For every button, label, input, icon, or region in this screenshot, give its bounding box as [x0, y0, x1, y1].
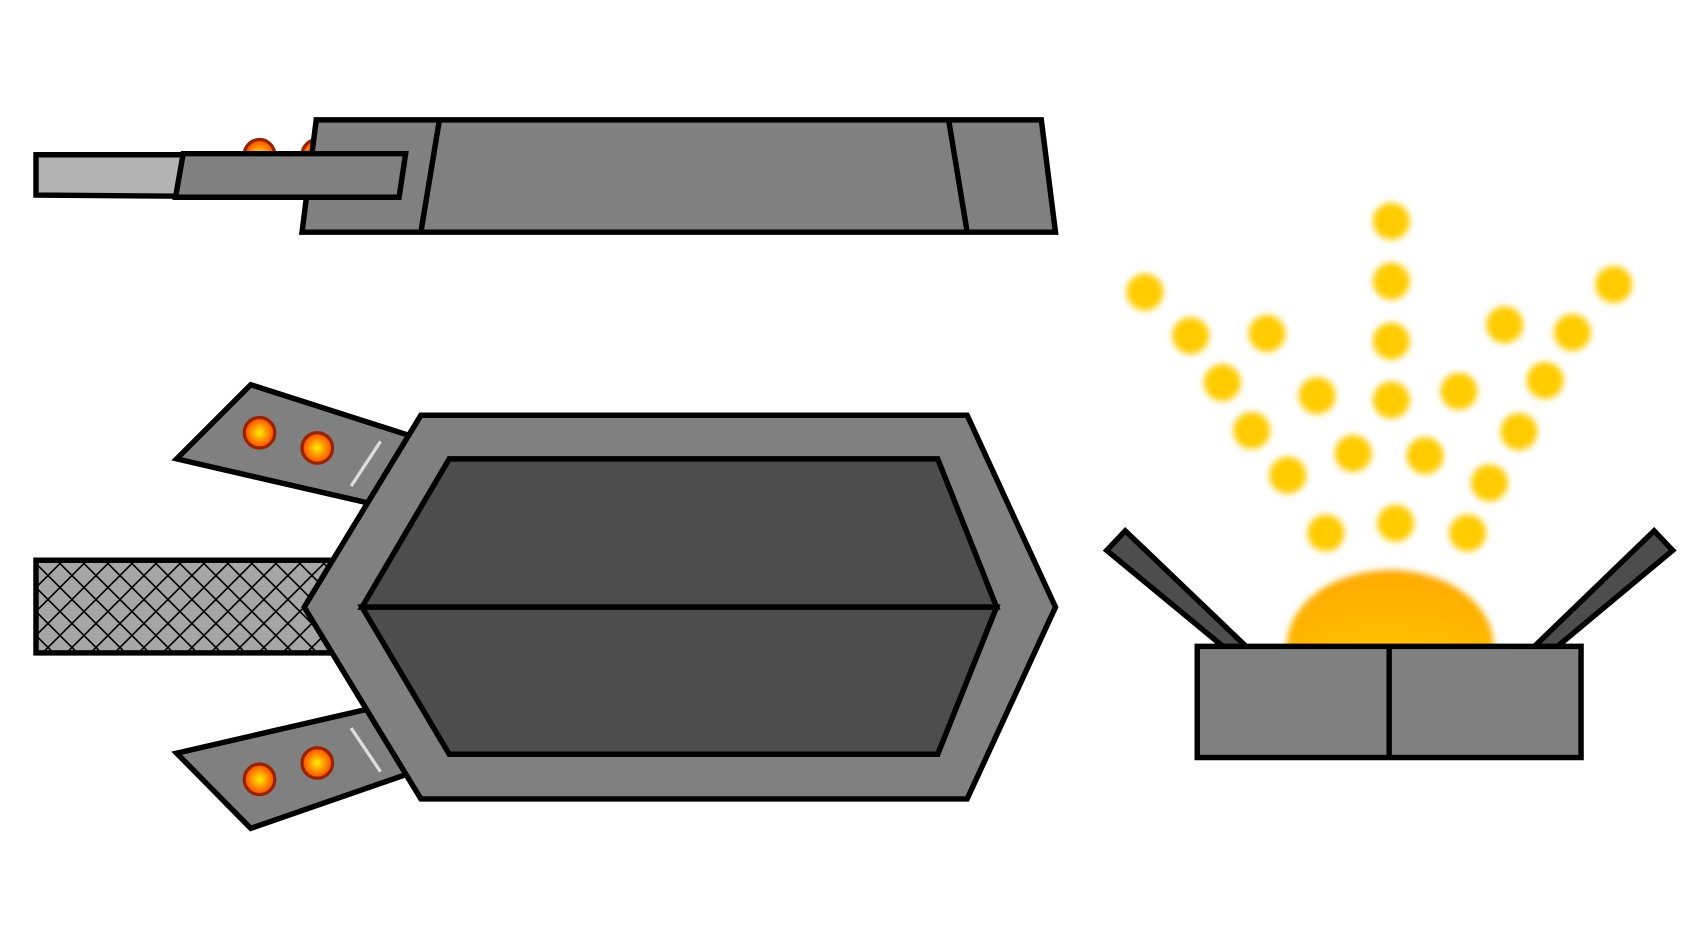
barrel-inner [33, 152, 189, 199]
upper-panel [357, 456, 1001, 610]
led-icon [300, 431, 335, 465]
sparks [1126, 202, 1633, 552]
mesh-barrel [33, 557, 345, 656]
left-flap [1102, 526, 1261, 657]
right-flap [1519, 526, 1677, 657]
light-box-sprite [1102, 202, 1677, 761]
led-icon [300, 746, 335, 780]
barrel-outer [172, 150, 409, 201]
led-icon [242, 762, 277, 797]
launcher-top-sprite [33, 381, 1059, 832]
lower-panel [357, 604, 1001, 757]
led-icon [242, 415, 277, 450]
launcher-body [298, 117, 1059, 235]
launcher-side-sprite [33, 117, 1059, 235]
